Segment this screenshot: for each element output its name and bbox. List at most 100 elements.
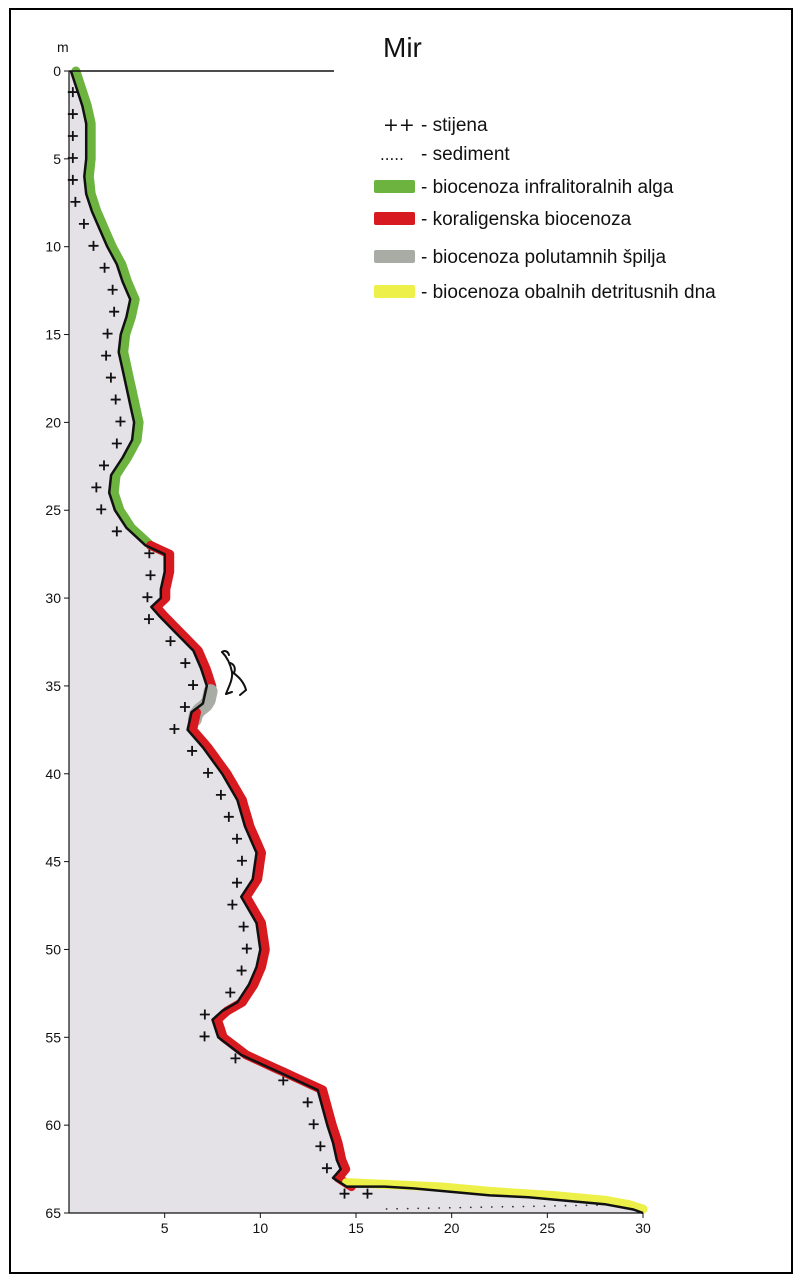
- y-tick-label: 10: [45, 239, 61, 255]
- sediment-dot: [459, 1206, 462, 1209]
- rock-cross: [188, 680, 199, 691]
- rock-fill: [69, 71, 643, 1213]
- depth-axis-unit: m: [57, 39, 69, 55]
- sediment-dot: [385, 1208, 388, 1210]
- y-tick-label: 30: [45, 590, 61, 606]
- rock-cross: [110, 394, 121, 405]
- rock-cross: [199, 1009, 210, 1020]
- sediment-dot: [469, 1206, 472, 1209]
- sediment-dot: [438, 1207, 441, 1209]
- rock-cross: [70, 196, 81, 207]
- rock-cross: [179, 702, 190, 713]
- sediment-dot: [480, 1206, 483, 1209]
- diagram-frame: [9, 8, 793, 1274]
- rock-cross: [107, 284, 118, 295]
- rock-cross: [362, 1188, 373, 1199]
- rock-cross: [302, 1097, 313, 1108]
- rock-cross: [165, 636, 176, 647]
- y-tick-label: 15: [45, 327, 61, 343]
- rock-area: [69, 71, 643, 1213]
- rock-cross: [241, 943, 252, 954]
- rock-cross: [78, 218, 89, 229]
- zone-band-4: [341, 1178, 648, 1214]
- legend-swatch-detritic: [374, 285, 415, 298]
- diver-icon: [221, 650, 247, 696]
- rock-cross: [99, 460, 110, 471]
- rock-cross: [91, 482, 102, 493]
- rock-cross: [142, 592, 153, 603]
- rock-cross: [111, 526, 122, 537]
- y-tick-label: 50: [45, 941, 61, 957]
- rock-cross: [96, 504, 107, 515]
- sediment-dot: [564, 1204, 567, 1207]
- rock-cross: [187, 745, 198, 756]
- zone-band-3: [188, 707, 356, 1192]
- legend-symbol-rock: ++: [383, 114, 415, 136]
- rock-cross: [88, 240, 99, 251]
- rock-cross: [105, 372, 116, 383]
- y-tick-label: 0: [53, 63, 61, 79]
- legend-label-algae: - biocenoza infralitoralnih alga: [421, 177, 674, 198]
- sediment-dot: [512, 1205, 514, 1208]
- y-tick-label: 65: [45, 1205, 61, 1221]
- rock-crosses: [67, 87, 373, 1199]
- rock-cross: [308, 1119, 319, 1130]
- rock-cross: [227, 899, 238, 910]
- rock-cross: [225, 987, 236, 998]
- rock-cross: [231, 833, 242, 844]
- y-tick-label: 40: [45, 766, 61, 782]
- rock-cross: [199, 1031, 210, 1042]
- legend-label-sediment: - sediment: [421, 144, 510, 165]
- legend: ++ - stijena ..... - sediment - biocenoz…: [374, 114, 716, 303]
- y-tick-label: 5: [53, 151, 61, 167]
- profile-line: [69, 70, 644, 1215]
- rock-cross: [230, 1053, 241, 1064]
- x-tick-label: 10: [253, 1220, 269, 1236]
- sediment-dot: [533, 1205, 535, 1208]
- x-tick-label: 20: [444, 1220, 460, 1236]
- sediment-dot: [501, 1205, 504, 1208]
- rock-cross: [315, 1141, 326, 1152]
- sediment-dot: [427, 1207, 430, 1210]
- legend-swatch-coralligenous: [374, 212, 415, 225]
- profile-contour: [69, 70, 644, 1215]
- rock-cross: [236, 855, 247, 866]
- y-tick-label: 25: [45, 502, 61, 518]
- legend-swatch-algae: [374, 180, 415, 193]
- y-tick-label: 20: [45, 414, 61, 430]
- rock-cross: [111, 438, 122, 449]
- rock-cross: [145, 570, 156, 581]
- x-tick-label: 25: [540, 1220, 556, 1236]
- diagram-title: Mir: [383, 32, 422, 63]
- rock-cross: [215, 789, 226, 800]
- sediment-dot: [575, 1204, 577, 1207]
- sediment-dot: [543, 1205, 546, 1207]
- rock-cross: [101, 350, 112, 361]
- rock-cross: [231, 877, 242, 888]
- rock-cross: [169, 723, 180, 734]
- x-tick-label: 15: [348, 1220, 364, 1236]
- x-tick-label: 5: [161, 1220, 169, 1236]
- sediment-dot: [396, 1207, 398, 1210]
- rock-cross: [109, 306, 120, 317]
- rock-cross: [143, 614, 154, 625]
- rock-cross: [339, 1188, 350, 1199]
- rock-cross: [321, 1163, 332, 1174]
- rock-cross: [223, 811, 234, 822]
- x-tick-label: 30: [635, 1220, 651, 1236]
- rock-cross: [102, 328, 113, 339]
- legend-label-cave: - biocenoza polutamnih špilja: [421, 247, 666, 268]
- legend-symbol-sediment: .....: [380, 146, 404, 164]
- sediment-dot: [585, 1204, 588, 1207]
- biocenosis-zones: [71, 66, 648, 1214]
- legend-label-rock: - stijena: [421, 115, 488, 136]
- y-tick-label: 35: [45, 678, 61, 694]
- rock-cross: [236, 965, 247, 976]
- rock-cross: [278, 1075, 289, 1086]
- legend-label-coralligenous: - koraligenska biocenoza: [421, 209, 632, 230]
- rock-cross: [99, 262, 110, 273]
- rock-cross: [115, 416, 126, 427]
- y-tick-label: 55: [45, 1029, 61, 1045]
